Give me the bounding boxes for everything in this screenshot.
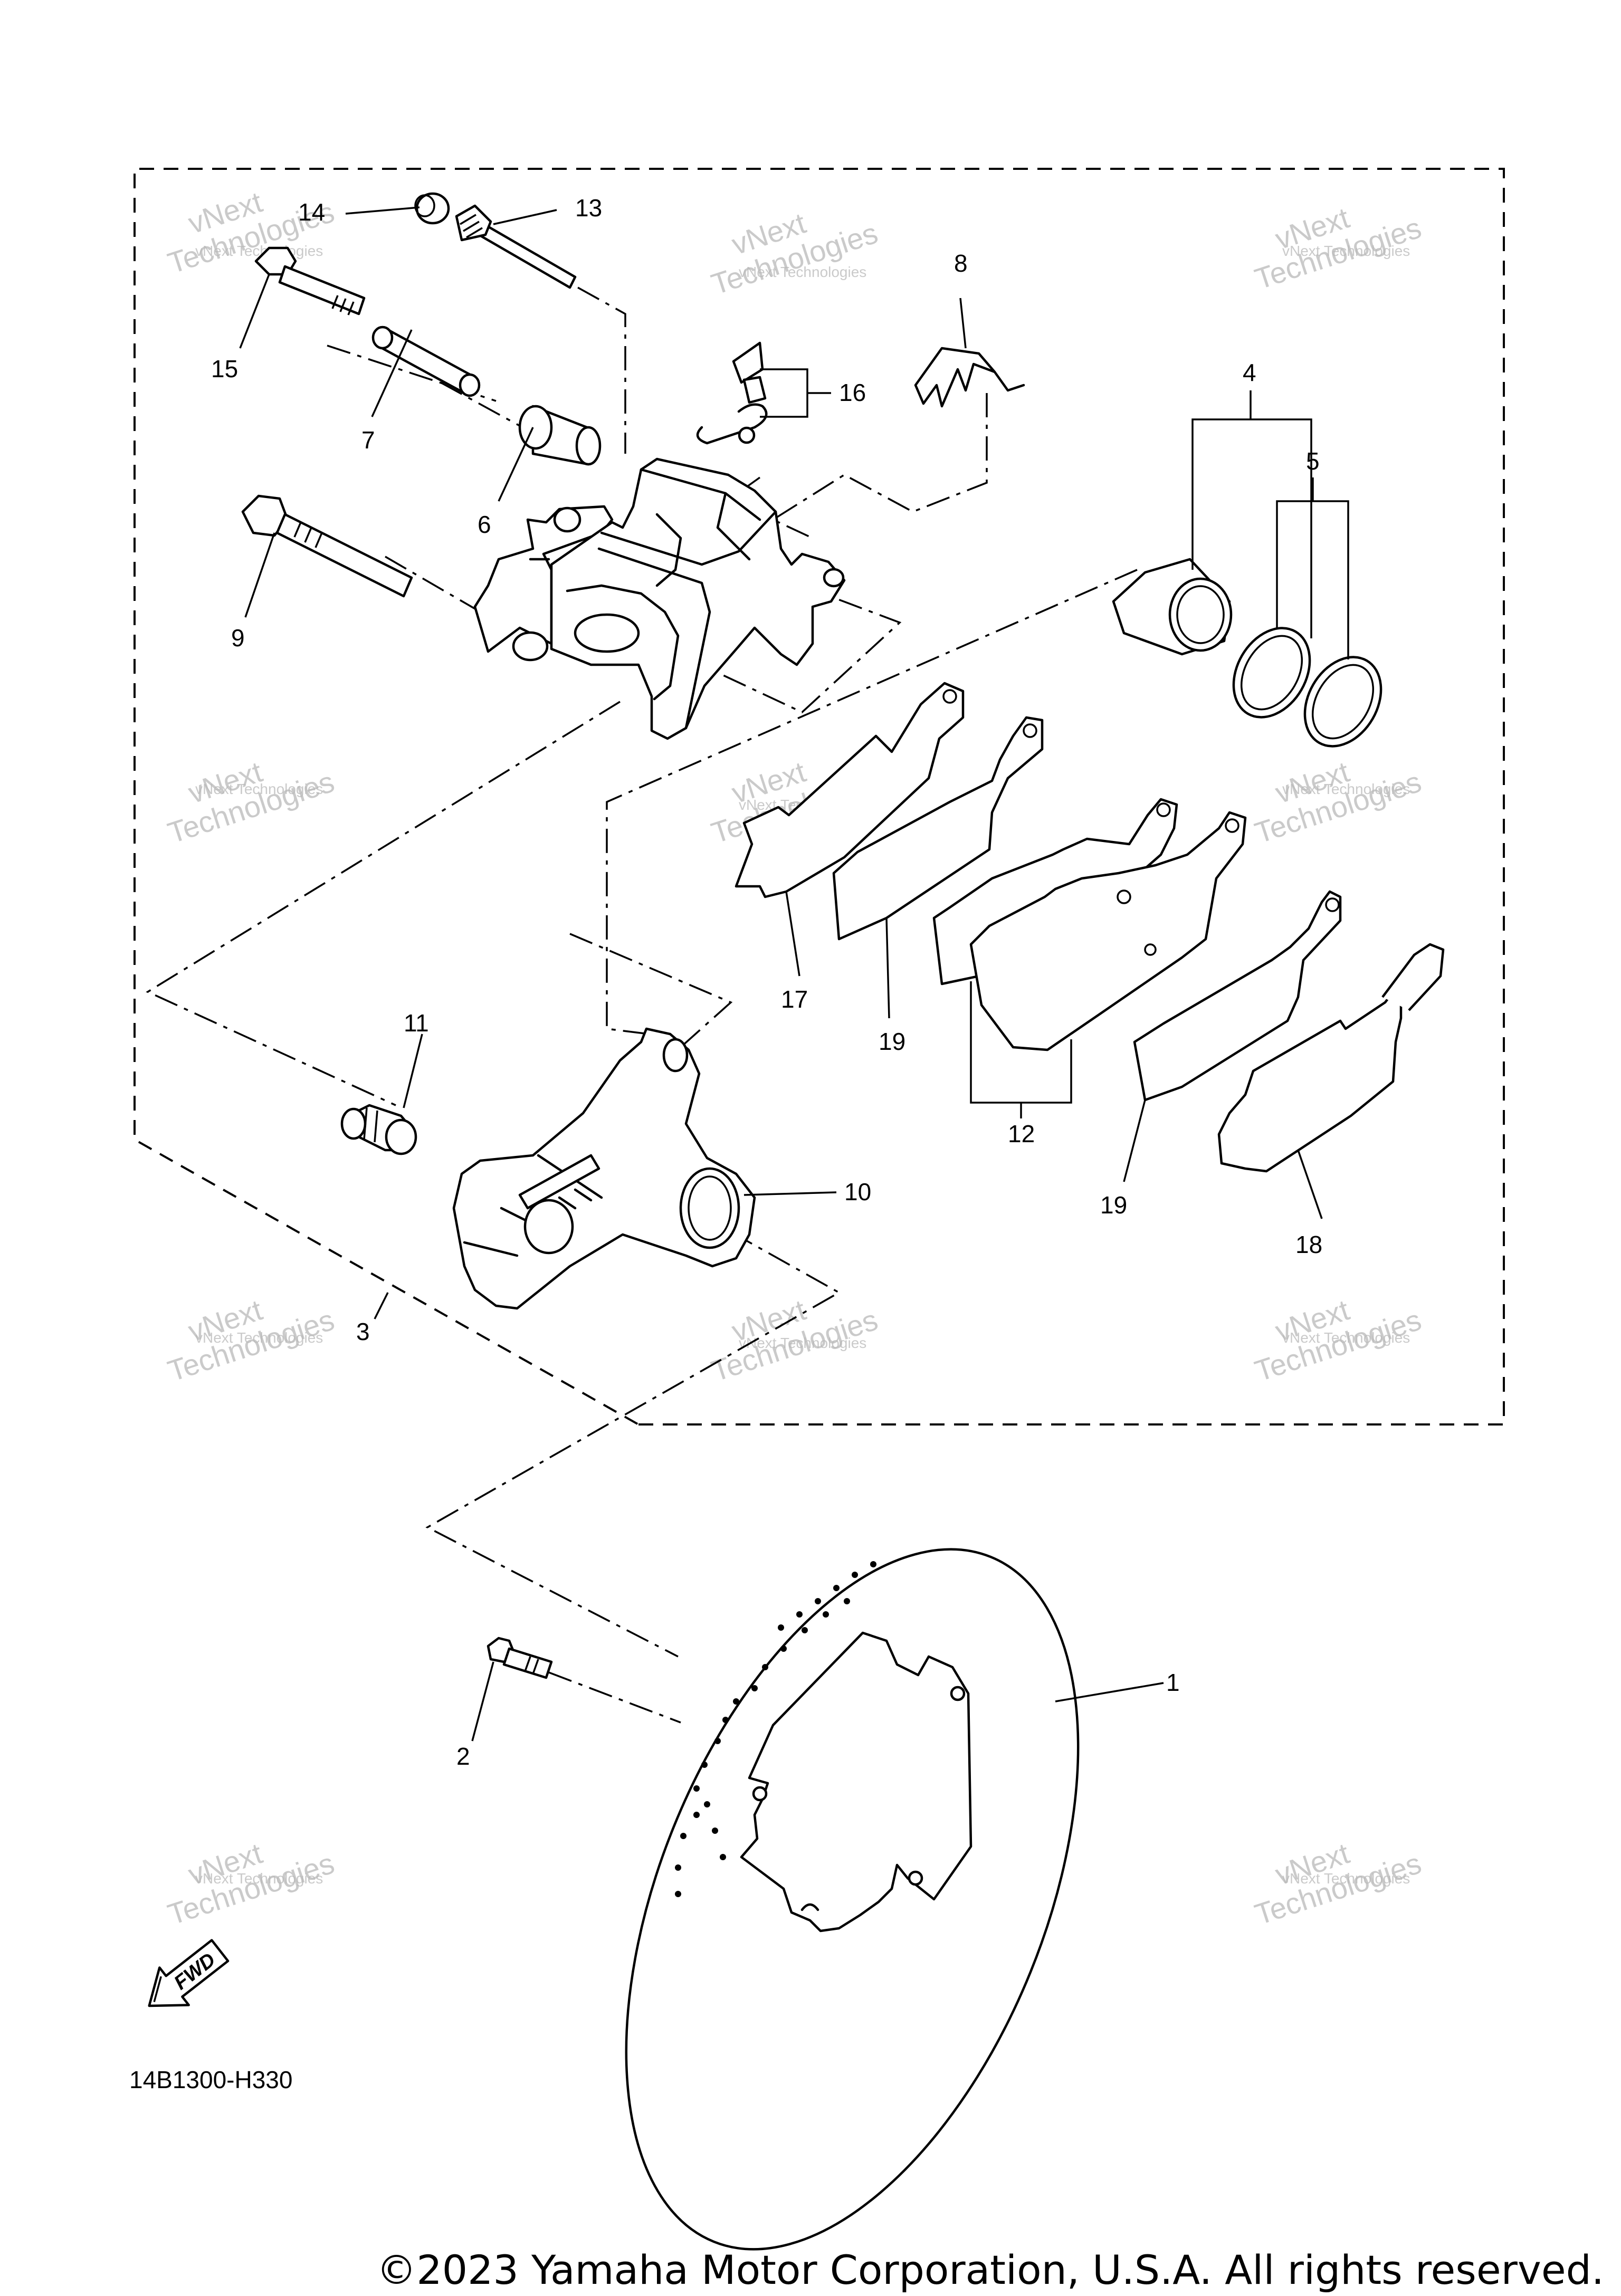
callout-19: 19	[1100, 1191, 1127, 1219]
part-11-boot	[340, 1104, 417, 1155]
part-19-pad	[1133, 890, 1342, 1102]
part-12-pad-set	[932, 798, 1247, 1051]
part-14-cap	[414, 192, 450, 225]
callout-2: 2	[456, 1743, 470, 1770]
callout-16: 16	[839, 379, 866, 406]
callout-4: 4	[1243, 359, 1256, 386]
part-7-pin	[371, 326, 481, 397]
part-18-shim	[1217, 943, 1445, 1173]
part-2-disc-bolt	[487, 1637, 553, 1679]
watermark-text: vNext Technologies	[739, 1335, 866, 1351]
watermark-text: vNext Technologies	[195, 781, 323, 797]
callout-18: 18	[1295, 1231, 1322, 1258]
watermark-text: vNext Technologies	[195, 1870, 323, 1887]
caliper-body	[473, 457, 846, 740]
part-15-bolt	[254, 246, 366, 315]
diagram-code: 14B1300-H330	[129, 2066, 292, 2093]
callout-19: 19	[879, 1028, 905, 1055]
copyright-notice: ©2023 Yamaha Motor Corporation, U.S.A. A…	[376, 2246, 1604, 2293]
callout-14: 14	[298, 198, 325, 226]
watermark-text: vNext Technologies	[1282, 1329, 1410, 1346]
callout-9: 9	[231, 624, 245, 652]
part-9-bolt	[241, 494, 413, 598]
watermark-text: vNext Technologies	[1282, 781, 1410, 797]
part-16-bleeder	[696, 341, 768, 445]
callout-5: 5	[1306, 447, 1320, 475]
watermark-text: vNext Technologies	[1282, 243, 1410, 259]
assembly-centerlines	[146, 286, 1138, 1724]
watermark-text: vNext Technologies	[1282, 1870, 1410, 1887]
callout-12: 12	[1008, 1120, 1035, 1147]
callout-8: 8	[954, 250, 968, 277]
part-5-seal	[1232, 627, 1311, 719]
part-13-pin	[455, 204, 577, 289]
callout-15: 15	[211, 355, 238, 382]
callout-labels: 1 2 3 4 5 6 7 8 9 10 11 12 13 14 15 16 1…	[211, 194, 1322, 1770]
callout-11: 11	[404, 1009, 429, 1037]
callout-10: 10	[844, 1178, 871, 1206]
watermark-text: vNext Technologies	[195, 1329, 323, 1346]
callout-3: 3	[356, 1318, 370, 1345]
callout-7: 7	[361, 426, 375, 454]
part-10-bracket	[452, 1027, 756, 1310]
leader-lines	[239, 206, 1349, 1742]
caliper-assembly-boundary	[134, 168, 1505, 1426]
callout-6: 6	[478, 511, 491, 538]
part-5-seal	[1303, 656, 1382, 748]
callout-13: 13	[575, 194, 602, 222]
watermark-text: vNext Technologies	[739, 264, 866, 280]
part-6-boot	[518, 405, 602, 466]
part-17-shim	[735, 682, 965, 898]
part-19-pad	[832, 716, 1044, 941]
disc-vent-holes	[675, 1561, 876, 1897]
callout-17: 17	[781, 986, 808, 1013]
fwd-arrow-icon: FWD	[148, 1939, 230, 2007]
callout-1: 1	[1166, 1669, 1180, 1696]
part-4-piston	[1112, 558, 1233, 656]
part-1-brake-disc	[625, 1548, 1080, 2251]
part-8-clip	[914, 347, 1025, 408]
